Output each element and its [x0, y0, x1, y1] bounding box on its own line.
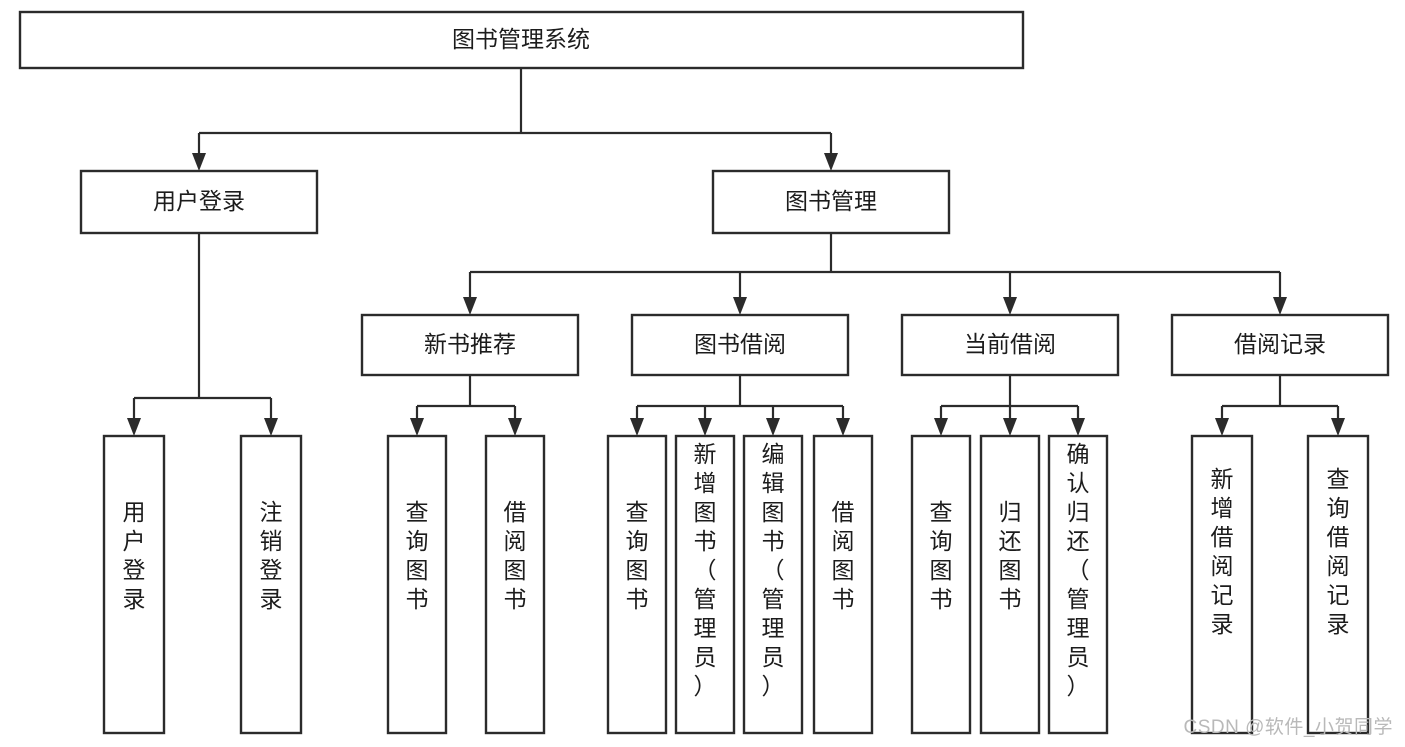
node-current[interactable]: 当前借阅 [900, 313, 1120, 377]
node-leaf-edit-book-label: 编辑图书（管理员） [762, 441, 785, 699]
node-leaf-confirm-return-box[interactable] [1047, 434, 1109, 735]
node-leaf-add-record-box[interactable] [1190, 434, 1254, 735]
node-leaf-query-record-label: 查询借阅记录 [1327, 466, 1350, 637]
node-records-box[interactable] [1170, 313, 1390, 377]
arrowhead-to-user-logout [264, 418, 278, 436]
arrowhead-to-bookmgmt [824, 153, 838, 171]
node-leaf-query-book-1[interactable]: 查询图书 [386, 434, 448, 735]
arrowhead-to-add-book [698, 418, 712, 436]
node-leaf-user-login-box[interactable] [102, 434, 166, 735]
node-leaf-return-book-label: 归还图书 [999, 499, 1022, 612]
node-borrow-label: 图书借阅 [694, 331, 786, 357]
connector-records-bus [1220, 375, 1340, 428]
node-leaf-borrow-book-2-box[interactable] [812, 434, 874, 735]
node-leaf-query-book-1-label: 查询图书 [406, 499, 429, 612]
node-newbook-box[interactable] [360, 313, 580, 377]
arrowhead-to-query-book-3 [934, 418, 948, 436]
node-leaf-query-record[interactable]: 查询借阅记录 [1306, 434, 1370, 735]
node-leaf-return-book-box[interactable] [979, 434, 1041, 735]
node-leaf-query-book-3[interactable]: 查询图书 [910, 434, 972, 735]
node-leaf-confirm-return[interactable]: 确认归还（管理员） [1047, 434, 1109, 735]
node-login-label: 用户登录 [153, 188, 245, 214]
arrowhead-to-edit-book [766, 418, 780, 436]
arrowhead-to-query-record [1331, 418, 1345, 436]
arrowhead-to-query-book-1 [410, 418, 424, 436]
connector-login-bus [132, 233, 273, 428]
arrowhead-to-return-book [1003, 418, 1017, 436]
arrowhead-to-borrow [733, 297, 747, 315]
connector-root-bus [197, 68, 833, 163]
node-current-label: 当前借阅 [964, 331, 1056, 357]
arrowhead-to-newbook [463, 297, 477, 315]
node-leaf-borrow-book-1-box[interactable] [484, 434, 546, 735]
node-bookmgmt-box[interactable] [711, 169, 951, 235]
node-current-box[interactable] [900, 313, 1120, 377]
connector-current-bus [939, 375, 1080, 428]
node-bookmgmt-label: 图书管理 [785, 188, 877, 214]
node-root-box[interactable] [18, 10, 1025, 70]
node-leaf-borrow-book-2-label: 借阅图书 [832, 499, 855, 612]
connector-newbook-bus [415, 375, 517, 428]
csdn-watermark: CSDN @软件_小贺同学 [1183, 717, 1393, 738]
node-leaf-user-login[interactable]: 用户登录 [102, 434, 166, 735]
node-login-box[interactable] [79, 169, 319, 235]
node-borrow-box[interactable] [630, 313, 850, 377]
node-leaf-edit-book-box[interactable] [742, 434, 804, 735]
node-leaf-add-record-label: 新增借阅记录 [1211, 466, 1234, 637]
node-bookmgmt[interactable]: 图书管理 [711, 169, 951, 235]
node-root-label: 图书管理系统 [452, 26, 590, 52]
arrowhead-to-records [1273, 297, 1287, 315]
node-root[interactable]: 图书管理系统 [18, 10, 1025, 70]
connector-bookmgmt-bus [468, 233, 1282, 307]
node-leaf-borrow-book-2[interactable]: 借阅图书 [812, 434, 874, 735]
node-leaf-query-book-2[interactable]: 查询图书 [606, 434, 668, 735]
arrowhead-to-borrow-book-2 [836, 418, 850, 436]
node-leaf-return-book[interactable]: 归还图书 [979, 434, 1041, 735]
node-leaf-add-book[interactable]: 新增图书（管理员） [674, 434, 736, 735]
node-leaf-borrow-book-1[interactable]: 借阅图书 [484, 434, 546, 735]
connector-layer [127, 68, 1345, 436]
arrowhead-to-borrow-book-1 [508, 418, 522, 436]
node-leaf-query-book-2-label: 查询图书 [626, 499, 649, 612]
arrowhead-to-add-record [1215, 418, 1229, 436]
node-newbook[interactable]: 新书推荐 [360, 313, 580, 377]
node-borrow[interactable]: 图书借阅 [630, 313, 850, 377]
node-login[interactable]: 用户登录 [79, 169, 319, 235]
arrowhead-to-current [1003, 297, 1017, 315]
node-leaf-query-book-3-label: 查询图书 [930, 499, 953, 612]
node-leaf-borrow-book-1-label: 借阅图书 [504, 499, 527, 612]
arrowhead-to-query-book-2 [630, 418, 644, 436]
node-records-label: 借阅记录 [1234, 331, 1326, 357]
node-newbook-label: 新书推荐 [424, 331, 516, 357]
node-leaf-edit-book[interactable]: 编辑图书（管理员） [742, 434, 804, 735]
node-leaf-query-book-3-box[interactable] [910, 434, 972, 735]
node-records[interactable]: 借阅记录 [1170, 313, 1390, 377]
arrowhead-to-login [192, 153, 206, 171]
node-leaf-add-record[interactable]: 新增借阅记录 [1190, 434, 1254, 735]
node-leaf-add-book-label: 新增图书（管理员） [694, 441, 717, 699]
arrowhead-to-confirm-return [1071, 418, 1085, 436]
node-leaf-query-record-box[interactable] [1306, 434, 1370, 735]
arrowhead-to-user-login [127, 418, 141, 436]
connector-borrow-bus [635, 375, 845, 428]
node-leaf-user-logout-label: 注销登录 [260, 499, 283, 612]
node-leaf-user-logout[interactable]: 注销登录 [239, 434, 303, 735]
node-leaf-user-login-label: 用户登录 [123, 499, 146, 612]
node-leaf-user-logout-box[interactable] [239, 434, 303, 735]
node-leaf-confirm-return-label: 确认归还（管理员） [1067, 441, 1090, 699]
node-leaf-query-book-2-box[interactable] [606, 434, 668, 735]
node-leaf-query-book-1-box[interactable] [386, 434, 448, 735]
node-leaf-add-book-box[interactable] [674, 434, 736, 735]
